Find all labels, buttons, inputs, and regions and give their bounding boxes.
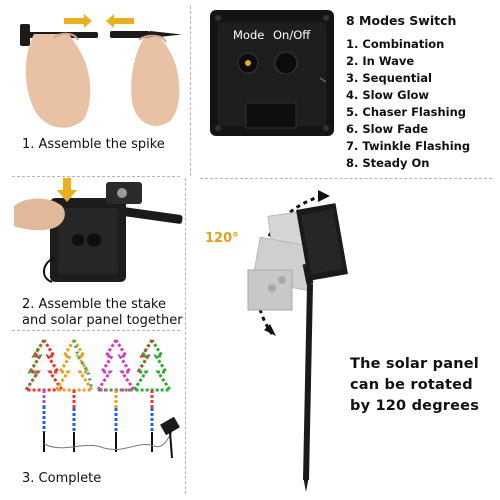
hands-assembling-spike-illustration: [20, 14, 182, 128]
onoff-button-label: On/Off: [273, 28, 311, 42]
mode-item: 8. Steady On: [346, 156, 430, 170]
arc-arrow-icon-2: [264, 324, 276, 336]
divider-left-vertical: [185, 178, 186, 494]
mode-item: 3. Sequential: [346, 71, 433, 85]
mode-item: 4. Slow Glow: [346, 88, 430, 102]
mode-item: 1. Combination: [346, 37, 445, 51]
divider-horizontal-right: [200, 178, 492, 179]
switch-box-illustration: [210, 10, 334, 136]
rotation-text-line-2: can be rotated: [350, 377, 473, 393]
rotation-panel: [210, 184, 360, 494]
switch-box-panel: [208, 8, 336, 138]
arrow-down-icon: [57, 178, 77, 202]
mode-item: 5. Chaser Flashing: [346, 105, 467, 119]
stake-and-panel-assembly-illustration: [14, 178, 183, 283]
divider-horizontal-left-2: [12, 176, 180, 177]
divider-top-vertical: [190, 6, 191, 176]
step-2-caption-line-1: 2. Assemble the stake: [22, 297, 166, 312]
step-1-panel: [14, 4, 186, 134]
arrow-right-icon: [64, 14, 92, 28]
mode-item: 2. In Wave: [346, 54, 415, 68]
step-1-caption: 1. Assemble the spike: [22, 137, 165, 152]
mode-button-label: Mode: [233, 28, 265, 42]
rotation-angle-label: 120°: [205, 231, 239, 246]
arrow-left-icon: [106, 14, 134, 28]
modes-title: 8 Modes Switch: [346, 13, 457, 28]
completed-tree-stakes-illustration: [23, 339, 180, 459]
step-2-panel: [14, 178, 184, 296]
mode-item: 6. Slow Fade: [346, 122, 429, 136]
divider-horizontal-left-1: [12, 330, 180, 331]
rotatable-solar-panel-illustration: [247, 190, 348, 492]
step-3-panel: [14, 336, 184, 460]
step-2-caption-line-2: and solar panel together: [22, 313, 183, 328]
rotation-text-line-3: by 120 degrees: [350, 398, 480, 414]
mode-item: 7. Twinkle Flashing: [346, 139, 471, 153]
step-3-caption: 3. Complete: [22, 471, 102, 486]
rotation-text-line-1: The solar panel: [350, 356, 479, 372]
arc-arrow-icon: [318, 190, 330, 202]
